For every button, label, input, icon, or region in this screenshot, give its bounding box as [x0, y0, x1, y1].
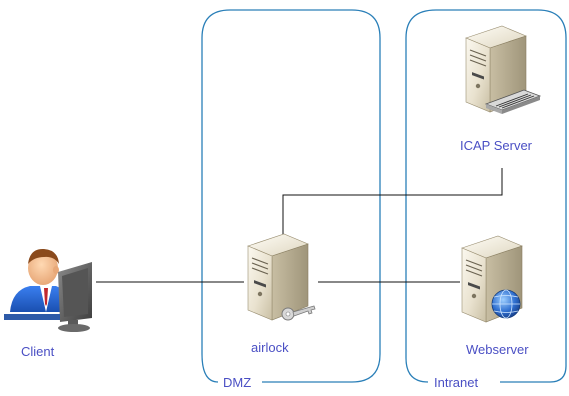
- server-tape-drive-icon: [465, 25, 542, 114]
- tape-drive-icon: [484, 89, 542, 114]
- connectors: [96, 168, 503, 283]
- airlock-icap-link: [282, 168, 503, 236]
- intranet-zone-label: Intranet: [431, 375, 482, 391]
- globe-icon: [491, 289, 521, 319]
- server-key-icon: [247, 233, 316, 321]
- intranet-zone-boundary: [405, 9, 567, 383]
- dmz-zone-boundary: [201, 9, 381, 383]
- webserver-label: Webserver: [463, 342, 532, 358]
- server-globe-icon: [461, 235, 523, 323]
- airlock-label: airlock: [248, 340, 292, 356]
- dmz-zone-label: DMZ: [220, 375, 255, 391]
- icap-server-label: ICAP Server: [457, 138, 536, 154]
- user-workstation-icon: [4, 248, 92, 332]
- key-icon: [281, 305, 316, 321]
- client-label: Client: [18, 344, 58, 360]
